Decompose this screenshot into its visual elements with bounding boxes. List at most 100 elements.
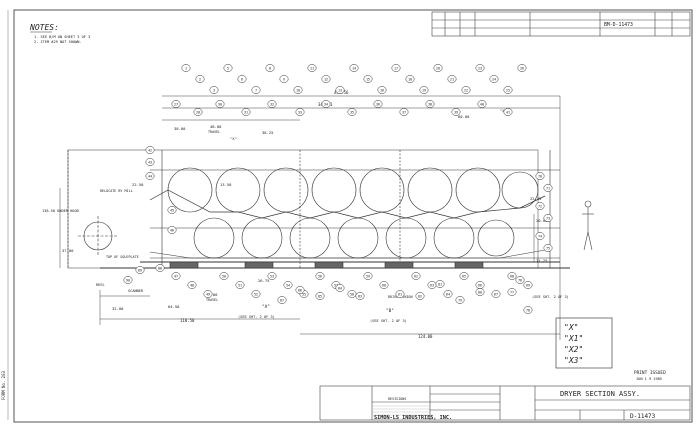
callout-balloon: 21: [447, 75, 457, 83]
callout-balloon: 43: [145, 158, 155, 166]
callout-number: 85: [318, 294, 322, 298]
see-sheet-b: (SEE SHT. 2 OF 3): [370, 319, 407, 323]
callout-balloon: 64: [443, 290, 453, 298]
callout-number: 64: [446, 292, 450, 296]
callout-number: 28: [196, 110, 200, 114]
callout-number: 3: [213, 88, 215, 92]
callout-balloon: 62: [411, 272, 421, 280]
callout-balloon: 12: [321, 75, 331, 83]
callout-balloon: 52: [251, 290, 261, 298]
callout-number: 63: [430, 283, 434, 287]
callout-balloon: 44: [145, 172, 155, 180]
legend-x: "X": [564, 323, 578, 332]
dim-3000: 30.00: [174, 126, 186, 131]
callout-balloon: 19: [419, 86, 429, 94]
margin-text: FORM No. 203: [1, 371, 6, 400]
callout-number: 23: [478, 66, 482, 70]
dim-2675: 26.75: [258, 278, 269, 283]
callout-number: 49: [206, 292, 210, 296]
callout-balloon: 26: [517, 64, 527, 72]
callout-number: 78: [526, 308, 530, 312]
callout-number: 19: [422, 88, 426, 92]
view-label-x: "X": [230, 136, 237, 141]
callout-number: 87: [280, 298, 284, 302]
callout-number: 65: [462, 274, 466, 278]
callout-number: 36: [376, 102, 380, 106]
callout-balloon: 74: [535, 232, 545, 240]
dim-2000: 20.00: [536, 218, 548, 223]
callout-number: 54: [286, 283, 290, 287]
callout-number: 16: [380, 88, 384, 92]
callout-balloon: 7: [251, 86, 261, 94]
callout-balloon: 63: [427, 281, 437, 289]
callout-balloon: 2: [195, 75, 205, 83]
callout-number: 71: [546, 186, 550, 190]
callout-number: 39: [454, 110, 458, 114]
callout-balloon: 42: [145, 146, 155, 154]
note-line-1: 1. SEE B/M ON SHEET 3 OF 3: [34, 35, 90, 39]
callout-number: 43: [148, 160, 152, 164]
callout-number: 6: [241, 77, 243, 81]
callout-number: 25: [506, 88, 510, 92]
callout-balloon: 38: [425, 100, 435, 108]
callout-number: 34: [324, 102, 328, 106]
callout-number: 58: [350, 292, 354, 296]
callout-number: 75: [546, 246, 550, 250]
callout-balloon: 81: [435, 280, 445, 288]
callout-balloon: 68: [507, 272, 517, 280]
callout-number: 47: [174, 274, 178, 278]
drawing-title: DRYER SECTION ASSY.: [560, 390, 640, 398]
callout-number: 83: [358, 294, 362, 298]
callout-balloon: 90: [123, 276, 133, 284]
top-dryer-cans: [167, 167, 539, 213]
callout-balloon: 10: [293, 86, 303, 94]
callout-balloon: 73: [543, 214, 553, 222]
dim-3700: 37.00: [62, 248, 74, 253]
callout-number: 89: [138, 268, 142, 272]
callout-balloon: 45: [167, 206, 177, 214]
callout-number: 80: [478, 290, 482, 294]
callout-number: 7: [255, 88, 257, 92]
view-legend: "X" "X1" "X2" "X3": [555, 317, 613, 369]
dim-1350: 13.50: [220, 182, 232, 187]
callout-number: 77: [510, 290, 514, 294]
callout-number: 86: [298, 288, 302, 292]
callout-number: 48: [190, 283, 194, 287]
callout-balloon: 60: [379, 281, 389, 289]
callout-number: 11: [310, 66, 314, 70]
legend-x2: "X2": [564, 345, 583, 354]
callout-number: 20: [436, 66, 440, 70]
callout-number: 40: [480, 102, 484, 106]
dim-travel-2: TRAVEL: [206, 298, 218, 302]
print-issued-date: JUN 1 9 1985: [636, 377, 662, 381]
dimension-lines: [59, 95, 561, 340]
callout-number: 46: [170, 228, 174, 232]
callout-balloon: 20: [433, 64, 443, 72]
callout-number: 14: [352, 66, 356, 70]
callout-number: 2: [199, 77, 201, 81]
callout-number: 5: [227, 66, 229, 70]
callout-number: 27: [174, 102, 178, 106]
callout-balloon: 72: [535, 202, 545, 210]
dryer-section-drawing: [67, 149, 594, 269]
revision-rows: [372, 405, 430, 416]
callout-balloon: 70: [535, 172, 545, 180]
view-label-a: "A": [262, 304, 270, 310]
callout-number: 22: [464, 88, 468, 92]
callout-balloon: 53: [267, 272, 277, 280]
callout-balloon: 75: [543, 244, 553, 252]
callout-balloon: 28: [193, 108, 203, 116]
callout-number: 67: [494, 292, 498, 296]
callout-number: 62: [414, 274, 418, 278]
callout-balloon: 8: [265, 64, 275, 72]
callout-number: 76: [518, 278, 522, 282]
callout-number: 35: [350, 110, 354, 114]
callout-number: 1: [185, 66, 187, 70]
callout-balloon: 33: [295, 108, 305, 116]
callout-balloon: 56: [315, 272, 325, 280]
callout-balloon: 80: [475, 288, 485, 296]
callout-balloon: 46: [167, 226, 177, 234]
callout-balloon: 87: [277, 296, 287, 304]
callout-number: 10: [296, 88, 300, 92]
callout-balloon: 40: [477, 100, 487, 108]
